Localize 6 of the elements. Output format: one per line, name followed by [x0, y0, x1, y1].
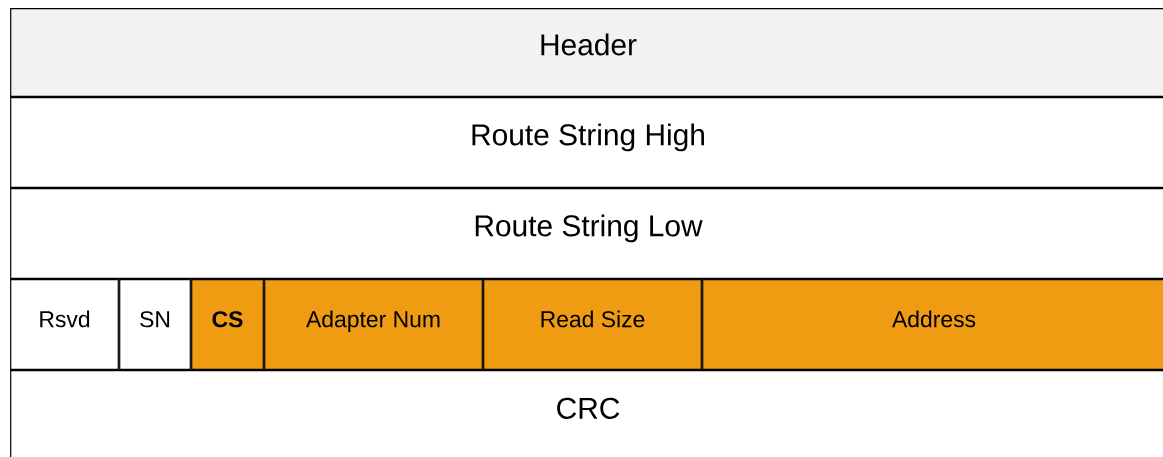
packet-field: SN [119, 279, 191, 370]
packet-field: Read Size [483, 279, 702, 370]
packet-field: Rsvd [10, 279, 119, 370]
packet-field: Header [10, 8, 1163, 97]
packet-field: CS [191, 279, 264, 370]
packet-field: Route String High [10, 97, 1163, 188]
